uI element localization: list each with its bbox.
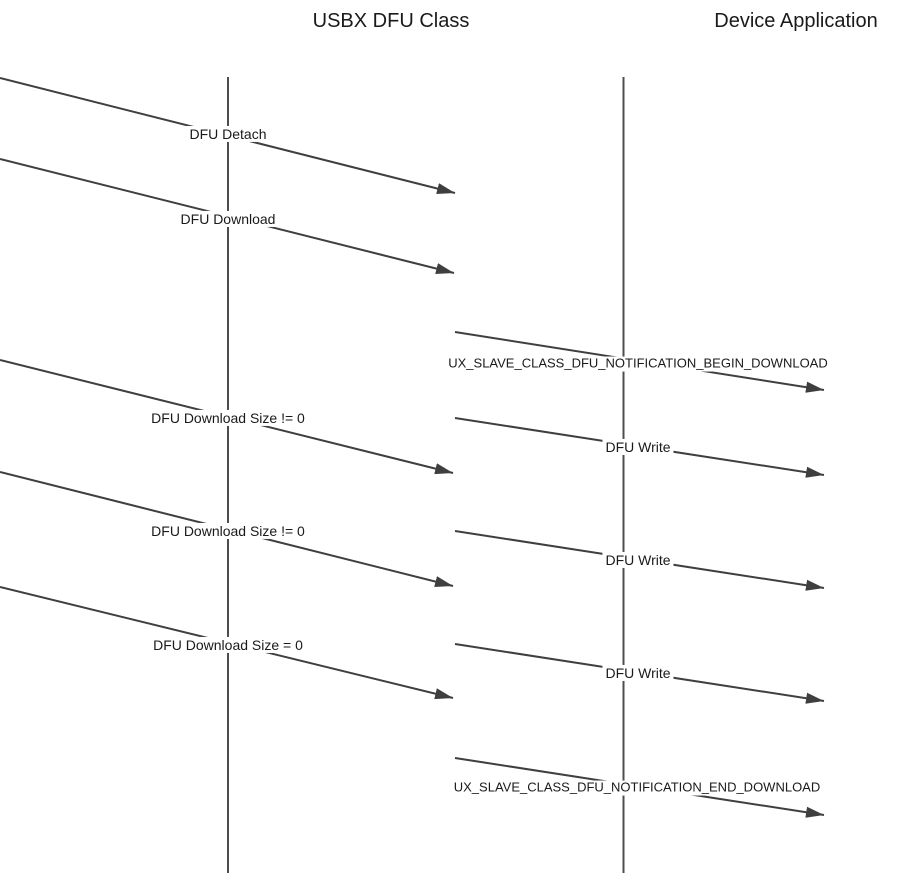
message-label-dfu-write-1: DFU Write	[602, 438, 674, 456]
message-label-dfu-download-size-zero: DFU Download Size = 0	[150, 636, 306, 654]
message-label-dfu-write-3: DFU Write	[602, 664, 674, 682]
message-label-dfu-download-size-not-zero-2: DFU Download Size != 0	[148, 522, 308, 540]
message-label-dfu-download: DFU Download	[177, 210, 279, 228]
lane-title-device-application: Device Application	[714, 10, 878, 32]
lane-title-usbx-dfu-class: USBX DFU Class	[312, 10, 470, 32]
message-label-dfu-write-2: DFU Write	[602, 551, 674, 569]
message-label-notification-end-download: UX_SLAVE_CLASS_DFU_NOTIFICATION_END_DOWN…	[450, 780, 824, 796]
message-label-dfu-detach: DFU Detach	[186, 125, 270, 143]
message-label-notification-begin-download: UX_SLAVE_CLASS_DFU_NOTIFICATION_BEGIN_DO…	[445, 356, 831, 372]
message-label-dfu-download-size-not-zero-1: DFU Download Size != 0	[148, 409, 308, 427]
